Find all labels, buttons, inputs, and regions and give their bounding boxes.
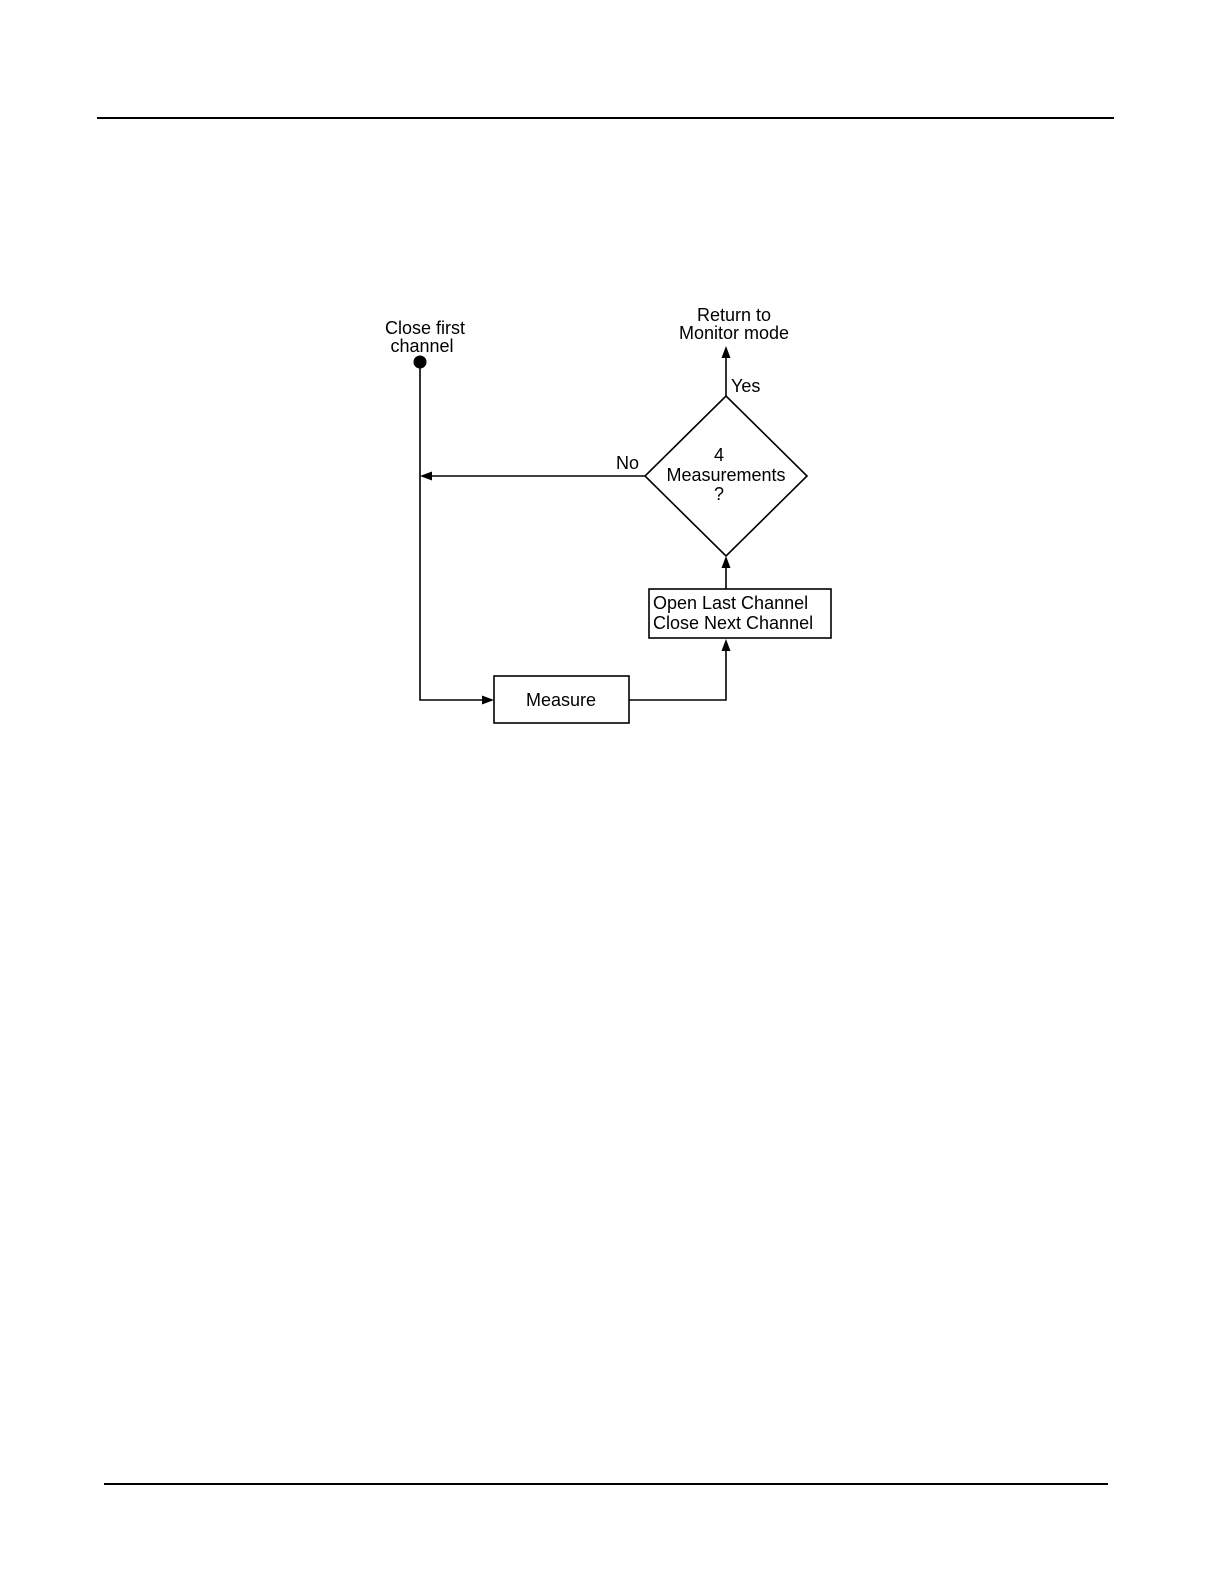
- measure-entry-arrowhead: [482, 696, 494, 705]
- start-label-line2: channel: [390, 336, 453, 356]
- channel-entry-arrowhead: [722, 639, 731, 651]
- end-label-line2: Monitor mode: [679, 323, 789, 343]
- measure-to-channel-connector: [629, 650, 726, 700]
- yes-branch-arrowhead: [722, 346, 731, 358]
- start-label-line1: Close first: [385, 318, 465, 338]
- no-label: No: [616, 453, 639, 473]
- decision-entry-arrowhead: [722, 556, 731, 568]
- decision-line2: Measurements: [666, 465, 785, 485]
- footer-rule: [104, 1483, 1108, 1485]
- yes-label: Yes: [731, 376, 760, 396]
- decision-line3: ?: [714, 484, 724, 504]
- decision-line1: 4: [714, 445, 724, 465]
- channel-box-line1: Open Last Channel: [653, 593, 808, 613]
- end-label-line1: Return to: [697, 305, 771, 325]
- start-to-measure-connector: [420, 368, 484, 700]
- no-branch-arrowhead: [420, 472, 432, 481]
- measure-label: Measure: [526, 690, 596, 710]
- channel-box-line2: Close Next Channel: [653, 613, 813, 633]
- start-dot: [414, 356, 427, 369]
